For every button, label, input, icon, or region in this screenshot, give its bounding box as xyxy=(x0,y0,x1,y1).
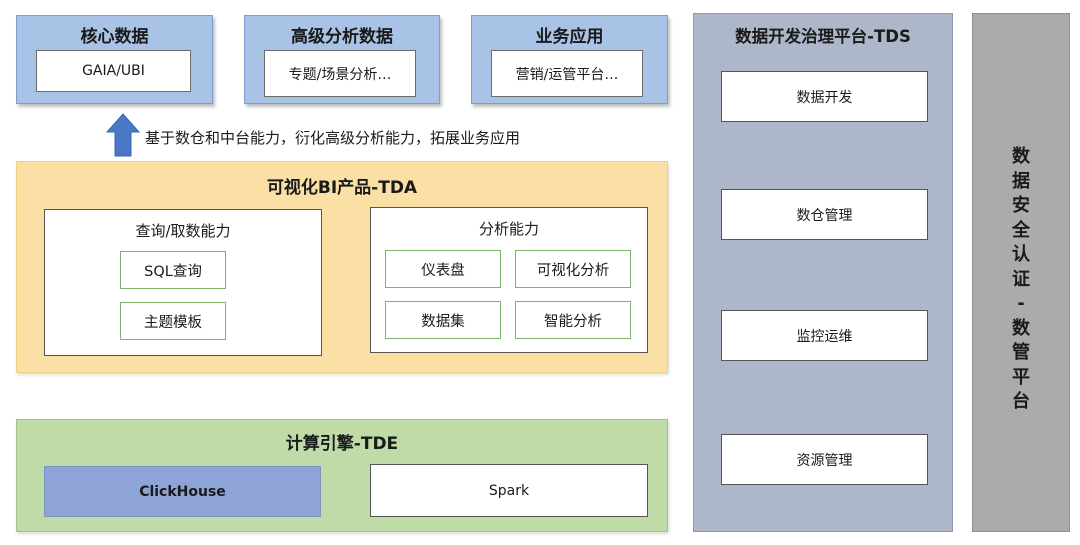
tds-warehouse-box: 数仓管理 xyxy=(721,189,928,240)
spark-box: Spark xyxy=(370,464,648,517)
query-capability-title: 查询/取数能力 xyxy=(135,222,231,240)
advanced-data-title: 高级分析数据 xyxy=(291,27,393,47)
security-char: 认 xyxy=(1012,244,1030,265)
dashboard-box: 仪表盘 xyxy=(385,250,501,288)
tds-panel: 数据开发治理平台-TDS 数据开发 数仓管理 监控运维 资源管理 xyxy=(693,13,953,532)
analysis-capability-panel: 分析能力 仪表盘 可视化分析 数据集 智能分析 xyxy=(370,207,648,353)
arrow-caption: 基于数仓和中台能力，衍化高级分析能力，拓展业务应用 xyxy=(145,129,521,147)
advanced-data-box: 高级分析数据 专题/场景分析… xyxy=(244,15,440,104)
tda-panel: 可视化BI产品-TDA 查询/取数能力 SQL查询 主题模板 分析能力 仪表盘 … xyxy=(16,161,668,373)
security-char: 平 xyxy=(1012,366,1030,388)
security-char: 台 xyxy=(1012,391,1030,412)
tde-panel: 计算引擎-TDE ClickHouse Spark xyxy=(16,419,668,532)
security-char: 数 xyxy=(1012,146,1030,167)
dataset-box: 数据集 xyxy=(385,301,501,339)
security-char: 全 xyxy=(1012,219,1030,241)
tds-title: 数据开发治理平台-TDS xyxy=(735,27,911,46)
security-char: 管 xyxy=(1012,342,1030,363)
tds-data-dev-box: 数据开发 xyxy=(721,71,928,122)
advanced-data-item: 专题/场景分析… xyxy=(264,50,416,97)
tds-monitor-box: 监控运维 xyxy=(721,310,928,361)
sql-query-box: SQL查询 xyxy=(120,251,226,289)
business-app-item: 营销/运管平台… xyxy=(491,50,643,97)
smart-analysis-box: 智能分析 xyxy=(515,301,631,339)
business-app-box: 业务应用 营销/运管平台… xyxy=(471,15,668,104)
core-data-item: GAIA/UBI xyxy=(36,50,191,92)
security-label: 数 据 安 全 认 证 - 数 管 平 台 xyxy=(973,145,1069,415)
security-char: 证 xyxy=(1012,268,1030,290)
security-char: 据 xyxy=(1012,170,1030,192)
topic-template-box: 主题模板 xyxy=(120,302,226,340)
security-char: - xyxy=(1017,293,1025,314)
tde-title: 计算引擎-TDE xyxy=(285,434,399,454)
visual-analysis-box: 可视化分析 xyxy=(515,250,631,288)
security-char: 数 xyxy=(1012,317,1030,339)
security-char: 安 xyxy=(1012,195,1030,216)
query-capability-panel: 查询/取数能力 SQL查询 主题模板 xyxy=(44,209,322,356)
business-app-title: 业务应用 xyxy=(535,27,604,47)
security-panel: 数 据 安 全 认 证 - 数 管 平 台 xyxy=(972,13,1070,532)
tda-title: 可视化BI产品-TDA xyxy=(266,178,418,198)
analysis-capability-title: 分析能力 xyxy=(478,220,539,238)
core-data-box: 核心数据 GAIA/UBI xyxy=(16,15,213,104)
core-data-title: 核心数据 xyxy=(80,27,149,47)
clickhouse-box: ClickHouse xyxy=(44,466,321,517)
tds-resource-box: 资源管理 xyxy=(721,434,928,485)
up-arrow-icon xyxy=(106,113,140,157)
